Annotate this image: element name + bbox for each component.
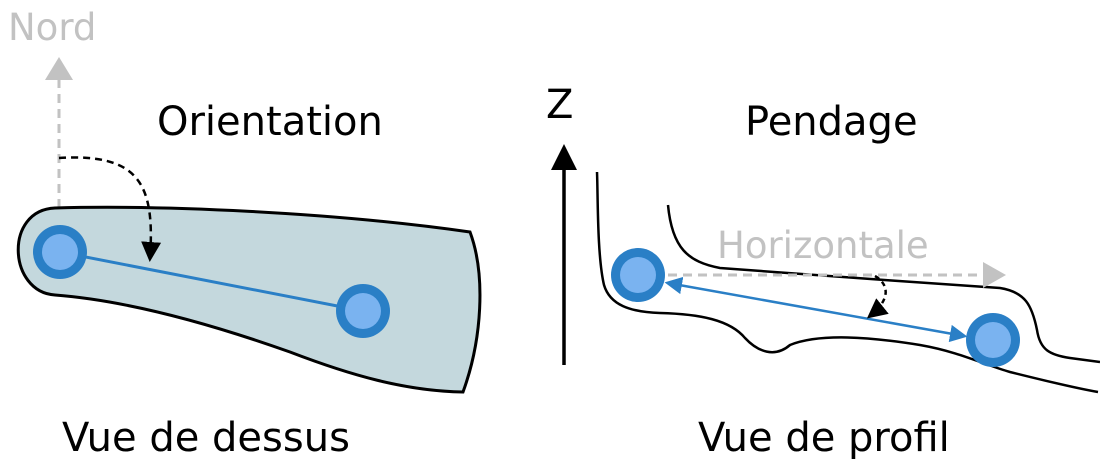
station-point-end	[336, 284, 390, 338]
z-axis-label: Z	[546, 82, 573, 128]
orientation-title: Orientation	[157, 99, 383, 145]
north-arrow-head	[45, 57, 73, 80]
top-view-caption: Vue de dessus	[62, 415, 350, 459]
dip-angle-arc	[870, 276, 886, 316]
z-axis-head	[551, 144, 577, 170]
north-label: Nord	[8, 6, 96, 49]
profile-point-end	[966, 313, 1020, 367]
profile-point-start	[611, 248, 665, 302]
dip-segment	[668, 283, 964, 336]
profile-view-caption: Vue de profil	[698, 415, 950, 459]
top-view: Nord Orientation Vue de dessus	[8, 6, 480, 459]
horizontal-label: Horizontale	[717, 224, 929, 267]
dip-title: Pendage	[745, 99, 918, 145]
gallery-top-shape	[18, 207, 480, 392]
profile-view: Z Pendage Horizontale Vue de profil	[546, 82, 1100, 459]
horizontal-reference-head	[983, 262, 1006, 288]
station-point-start	[33, 225, 87, 279]
gallery-profile-lower-wall	[597, 172, 1098, 392]
